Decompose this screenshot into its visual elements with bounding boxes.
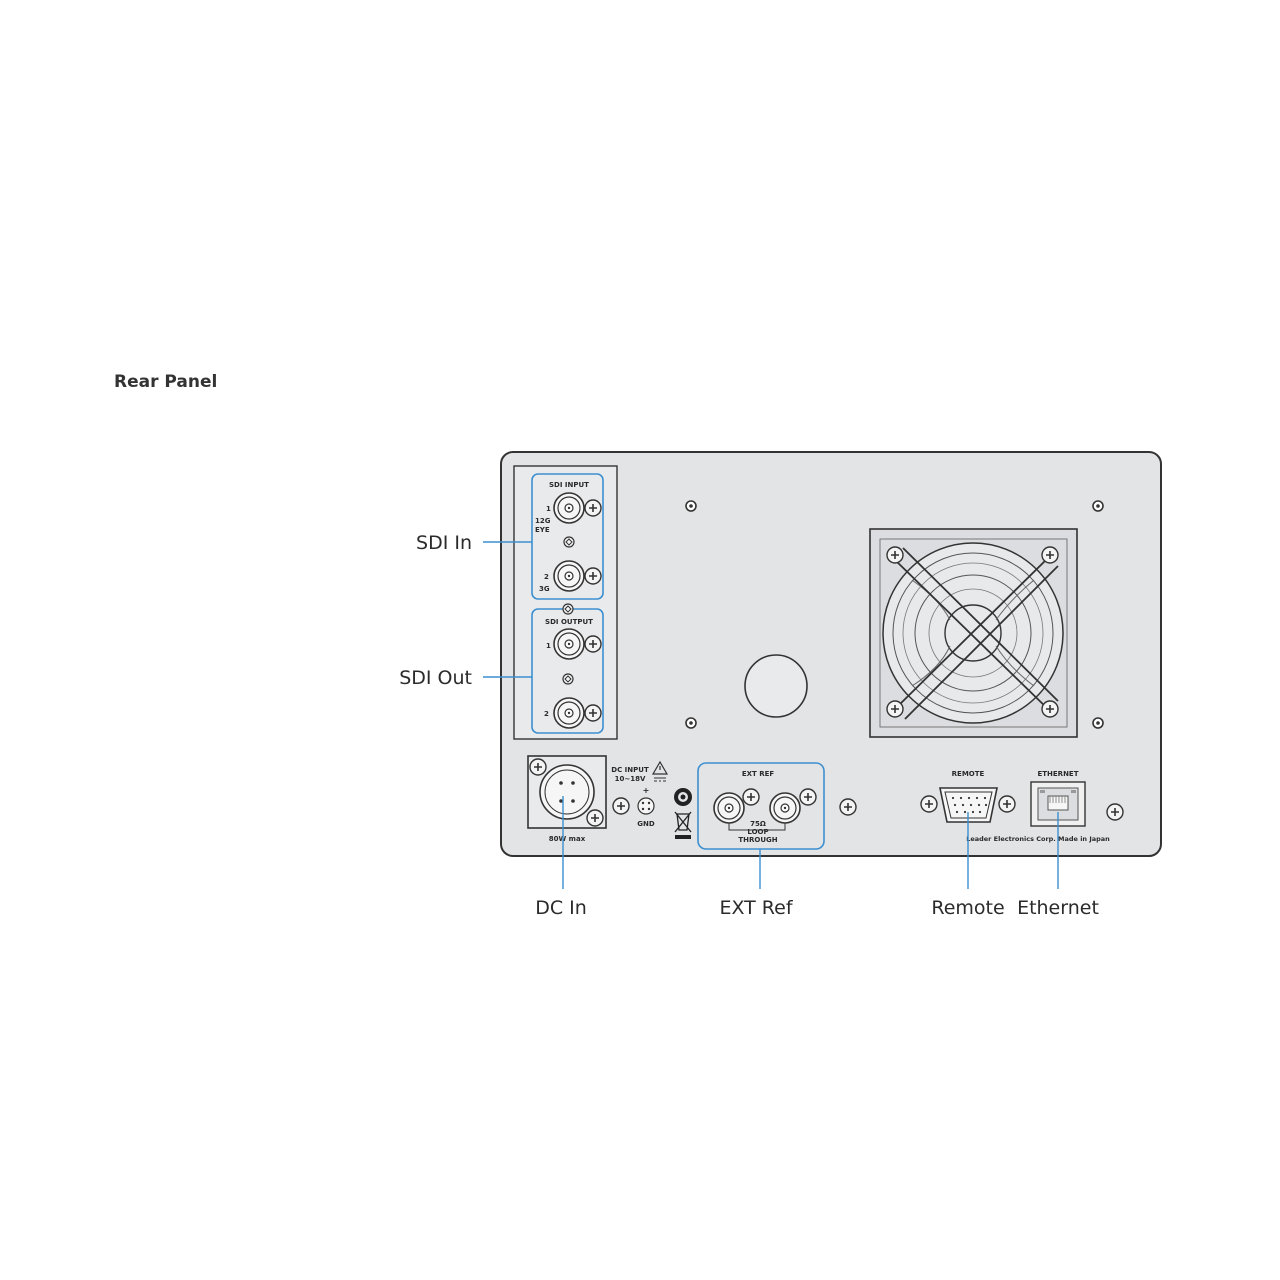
sdi-input-1-label: 1: [546, 505, 551, 513]
sdi-input-label: SDI INPUT: [549, 481, 589, 489]
sdi-input-3g-label: 3G: [539, 585, 550, 593]
mounting-hole: [685, 717, 697, 729]
pin-diagram-icon: [637, 797, 655, 815]
screw-icon: [920, 795, 938, 813]
sdi-input-1-bnc-connector[interactable]: [553, 492, 585, 524]
sdi-output-indicator: [562, 673, 574, 685]
sdi-module: SDI INPUT 1 12G EYE 2 3G SDI OUTPUT 1 2: [513, 465, 618, 740]
sdi-output-2-bnc-connector[interactable]: [553, 697, 585, 729]
fan-screw-icon: [1041, 546, 1059, 564]
sdi-output-1-label: 1: [546, 642, 551, 650]
weee-bin-icon: [674, 811, 692, 839]
through-label: THROUGH: [738, 836, 777, 844]
sdi-input-indicator: [563, 536, 575, 548]
ext-ref-label: EXT REF: [742, 770, 775, 778]
screw-icon: [584, 499, 602, 517]
sdi-input-12g-label: 12G: [535, 517, 551, 525]
sdi-input-highlight: [531, 473, 604, 600]
round-blank-cover: [744, 654, 808, 718]
screw-icon: [584, 567, 602, 585]
mounting-hole: [1092, 717, 1104, 729]
fan-screw-icon: [886, 700, 904, 718]
fan-screw-icon: [1041, 700, 1059, 718]
sdi-mid-indicator: [562, 603, 574, 615]
sdi-output-label: SDI OUTPUT: [545, 618, 593, 626]
mounting-hole: [1092, 500, 1104, 512]
mounting-hole: [685, 500, 697, 512]
gnd-label: GND: [637, 820, 655, 828]
fan-screw-icon: [886, 546, 904, 564]
sdi-out-callout: SDI Out: [399, 667, 472, 689]
sdi-in-callout: SDI In: [416, 532, 472, 554]
ext-ref-bnc-connector-2[interactable]: [769, 792, 801, 824]
screw-icon: [998, 795, 1016, 813]
page-title: Rear Panel: [114, 372, 218, 392]
dc-input-connector[interactable]: [527, 755, 607, 829]
dc-input-label: DC INPUT: [611, 766, 649, 774]
ethernet-rj45-port[interactable]: [1030, 781, 1086, 827]
sdi-output-2-label: 2: [544, 710, 549, 718]
screw-icon: [529, 758, 547, 776]
dc-in-callout: DC In: [535, 897, 587, 919]
ohm-label: 75Ω: [750, 820, 766, 828]
ext-ref-bnc-connector-1[interactable]: [713, 792, 745, 824]
loop-label: LOOP: [747, 828, 768, 836]
screw-icon: [839, 798, 857, 816]
sdi-input-2-bnc-connector[interactable]: [553, 560, 585, 592]
plus-label: +: [643, 786, 650, 795]
power-rating-label: 80W max: [549, 835, 586, 843]
sdi-input-eye-label: EYE: [535, 526, 550, 534]
ethernet-callout: Ethernet: [1017, 897, 1099, 919]
screw-icon: [799, 788, 817, 806]
maker-label: Leader Electronics Corp. Made in Japan: [966, 835, 1110, 843]
warning-icon: [651, 760, 669, 775]
cooling-fan: [869, 528, 1078, 738]
remote-label: REMOTE: [952, 770, 985, 778]
loop-through-bracket: [728, 823, 786, 831]
dc-voltage-label: 10~18V: [615, 775, 646, 783]
screw-icon: [1106, 803, 1124, 821]
ethernet-label: ETHERNET: [1037, 770, 1078, 778]
sdi-input-2-label: 2: [544, 573, 549, 581]
screw-icon: [584, 704, 602, 722]
ext-ref-callout: EXT Ref: [719, 897, 793, 919]
screw-icon: [584, 635, 602, 653]
remote-db15-connector[interactable]: [920, 787, 1016, 823]
screw-icon: [742, 788, 760, 806]
ext-ref-highlight: [697, 762, 825, 850]
screw-icon: [612, 797, 630, 815]
remote-callout: Remote: [931, 897, 1004, 919]
certification-mark-icon: [674, 788, 692, 806]
dc-symbol-icon: [654, 777, 666, 782]
screw-icon: [586, 809, 604, 827]
sdi-output-1-bnc-connector[interactable]: [553, 628, 585, 660]
